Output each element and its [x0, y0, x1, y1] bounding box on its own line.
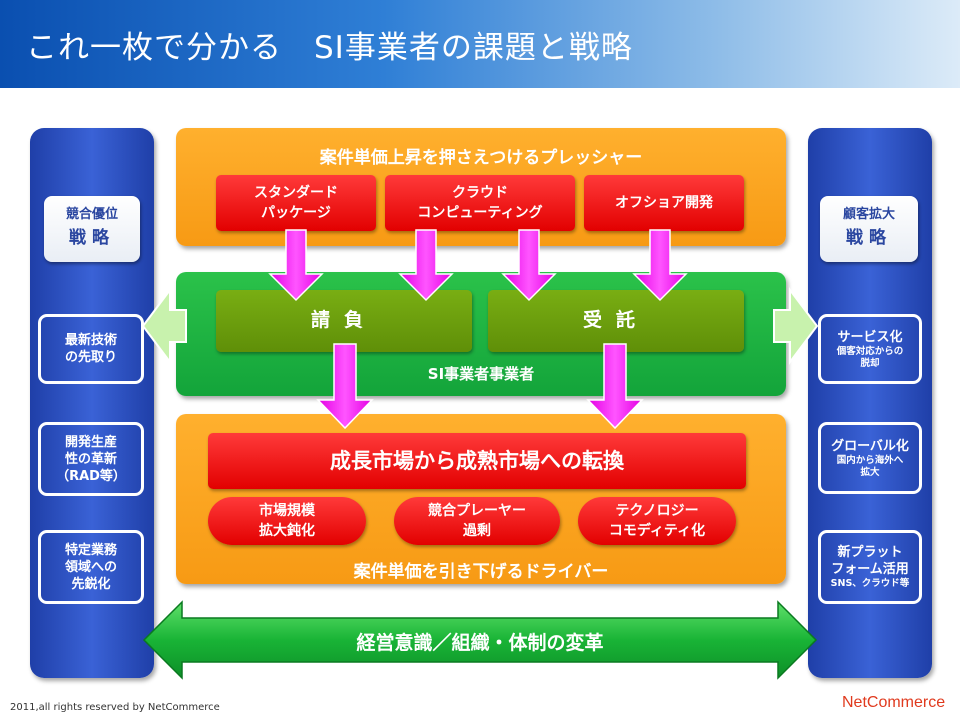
excess-competitors-line-2: 過剰 — [463, 523, 491, 539]
right-box-1-sub-1: 個客対応からの — [836, 345, 904, 357]
cloud-computing-line-1: クラウド — [452, 185, 508, 201]
market-slowdown-line-2: 拡大鈍化 — [259, 523, 315, 539]
cloud-computing-line-2: コンピューティング — [417, 205, 543, 221]
standard-package-line-1: スタンダード — [254, 185, 338, 201]
arrow-commissioned-to-market — [586, 343, 644, 430]
arrow-package-to-contract — [268, 229, 324, 302]
arrow-cloud-to-commissioned — [501, 229, 557, 302]
si-business-caption: SI事業者事業者 — [427, 365, 535, 383]
right-box-3-main-2: フォーム活用 — [831, 562, 909, 577]
transformation-double-arrow — [142, 600, 818, 680]
market-shift-banner-text: 成長市場から成熟市場への転換 — [330, 449, 624, 473]
left-box-specialization: 特定業務 領域への 先鋭化 — [38, 530, 144, 604]
excess-competitors-pill: 競合プレーヤー 過剰 — [394, 497, 560, 545]
left-box-3-line-2: 領域への — [64, 559, 117, 575]
copyright-text: 2011,all rights reserved by NetCommerce — [10, 702, 220, 713]
title-bar — [0, 0, 960, 88]
tech-commoditization-pill: テクノロジー コモディティ化 — [578, 497, 736, 545]
right-box-1-sub-2: 脱却 — [860, 357, 880, 369]
right-strategy-label-main: 戦略 — [846, 228, 892, 248]
tech-commoditization-line-1: テクノロジー — [615, 503, 699, 519]
right-box-2-main: グローバル化 — [831, 438, 909, 454]
standard-package-box: スタンダード パッケージ — [216, 175, 376, 231]
right-box-platform: 新プラット フォーム活用 SNS、クラウド等 — [818, 530, 922, 604]
offshore-development-line-1: オフショア開発 — [615, 195, 713, 211]
left-box-3-line-3: 先鋭化 — [71, 576, 111, 592]
standard-package-line-2: パッケージ — [261, 205, 331, 221]
right-strategy-label-top: 顧客拡大 — [842, 207, 895, 222]
offshore-development-box: オフショア開発 — [584, 175, 744, 231]
right-side-arrow — [773, 287, 819, 365]
right-box-service: サービス化 個客対応からの 脱却 — [818, 314, 922, 384]
page-title: これ一枚で分かる SI事業者の課題と戦略 — [26, 30, 633, 66]
market-shift-banner: 成長市場から成熟市場への転換 — [208, 433, 746, 489]
right-box-3-sub-1: SNS、クラウド等 — [830, 578, 910, 589]
driver-box-caption: 案件単価を引き下げるドライバー — [353, 562, 609, 582]
right-strategy-label: 顧客拡大 戦略 — [820, 196, 918, 262]
left-box-3-line-1: 特定業務 — [64, 542, 117, 558]
arrow-cloud-to-contract — [398, 229, 454, 302]
left-box-1-line-1: 最新技術 — [64, 333, 117, 348]
left-box-2-line-2: 性の革新 — [64, 451, 117, 467]
right-box-1-main: サービス化 — [837, 329, 903, 345]
left-box-2-line-3: （RAD等） — [56, 468, 126, 484]
cloud-computing-box: クラウド コンピューティング — [385, 175, 575, 231]
right-box-2-sub-2: 拡大 — [860, 466, 880, 478]
left-box-2-line-1: 開発生産 — [64, 434, 117, 450]
commissioned-work-box: 受託 — [488, 290, 744, 352]
right-box-global: グローバル化 国内から海外へ 拡大 — [818, 422, 922, 494]
left-box-dev-productivity: 開発生産 性の革新 （RAD等） — [38, 422, 144, 496]
excess-competitors-line-1: 競合プレーヤー — [428, 503, 526, 519]
left-strategy-label-top: 競合優位 — [65, 207, 118, 222]
arrow-contract-to-market — [316, 343, 374, 430]
market-slowdown-line-1: 市場規模 — [259, 503, 315, 519]
left-box-latest-tech: 最新技術 の先取り — [38, 314, 144, 384]
left-strategy-label-main: 戦略 — [69, 228, 115, 248]
right-box-2-sub-1: 国内から海外へ — [836, 454, 904, 466]
right-box-3-main: 新プラット — [837, 545, 903, 560]
transformation-label: 経営意識／組織・体制の変革 — [356, 632, 604, 654]
tech-commoditization-line-2: コモディティ化 — [608, 523, 706, 539]
market-slowdown-pill: 市場規模 拡大鈍化 — [208, 497, 366, 545]
pressure-box-title: 案件単価上昇を押さえつけるプレッシャー — [319, 148, 643, 168]
left-side-arrow — [141, 287, 187, 365]
arrow-offshore-to-commissioned — [632, 229, 688, 302]
left-strategy-label: 競合優位 戦略 — [44, 196, 140, 262]
left-box-1-line-2: の先取り — [64, 350, 117, 365]
contract-work-box: 請負 — [216, 290, 472, 352]
brand-logo: NetCommerce — [842, 694, 946, 711]
